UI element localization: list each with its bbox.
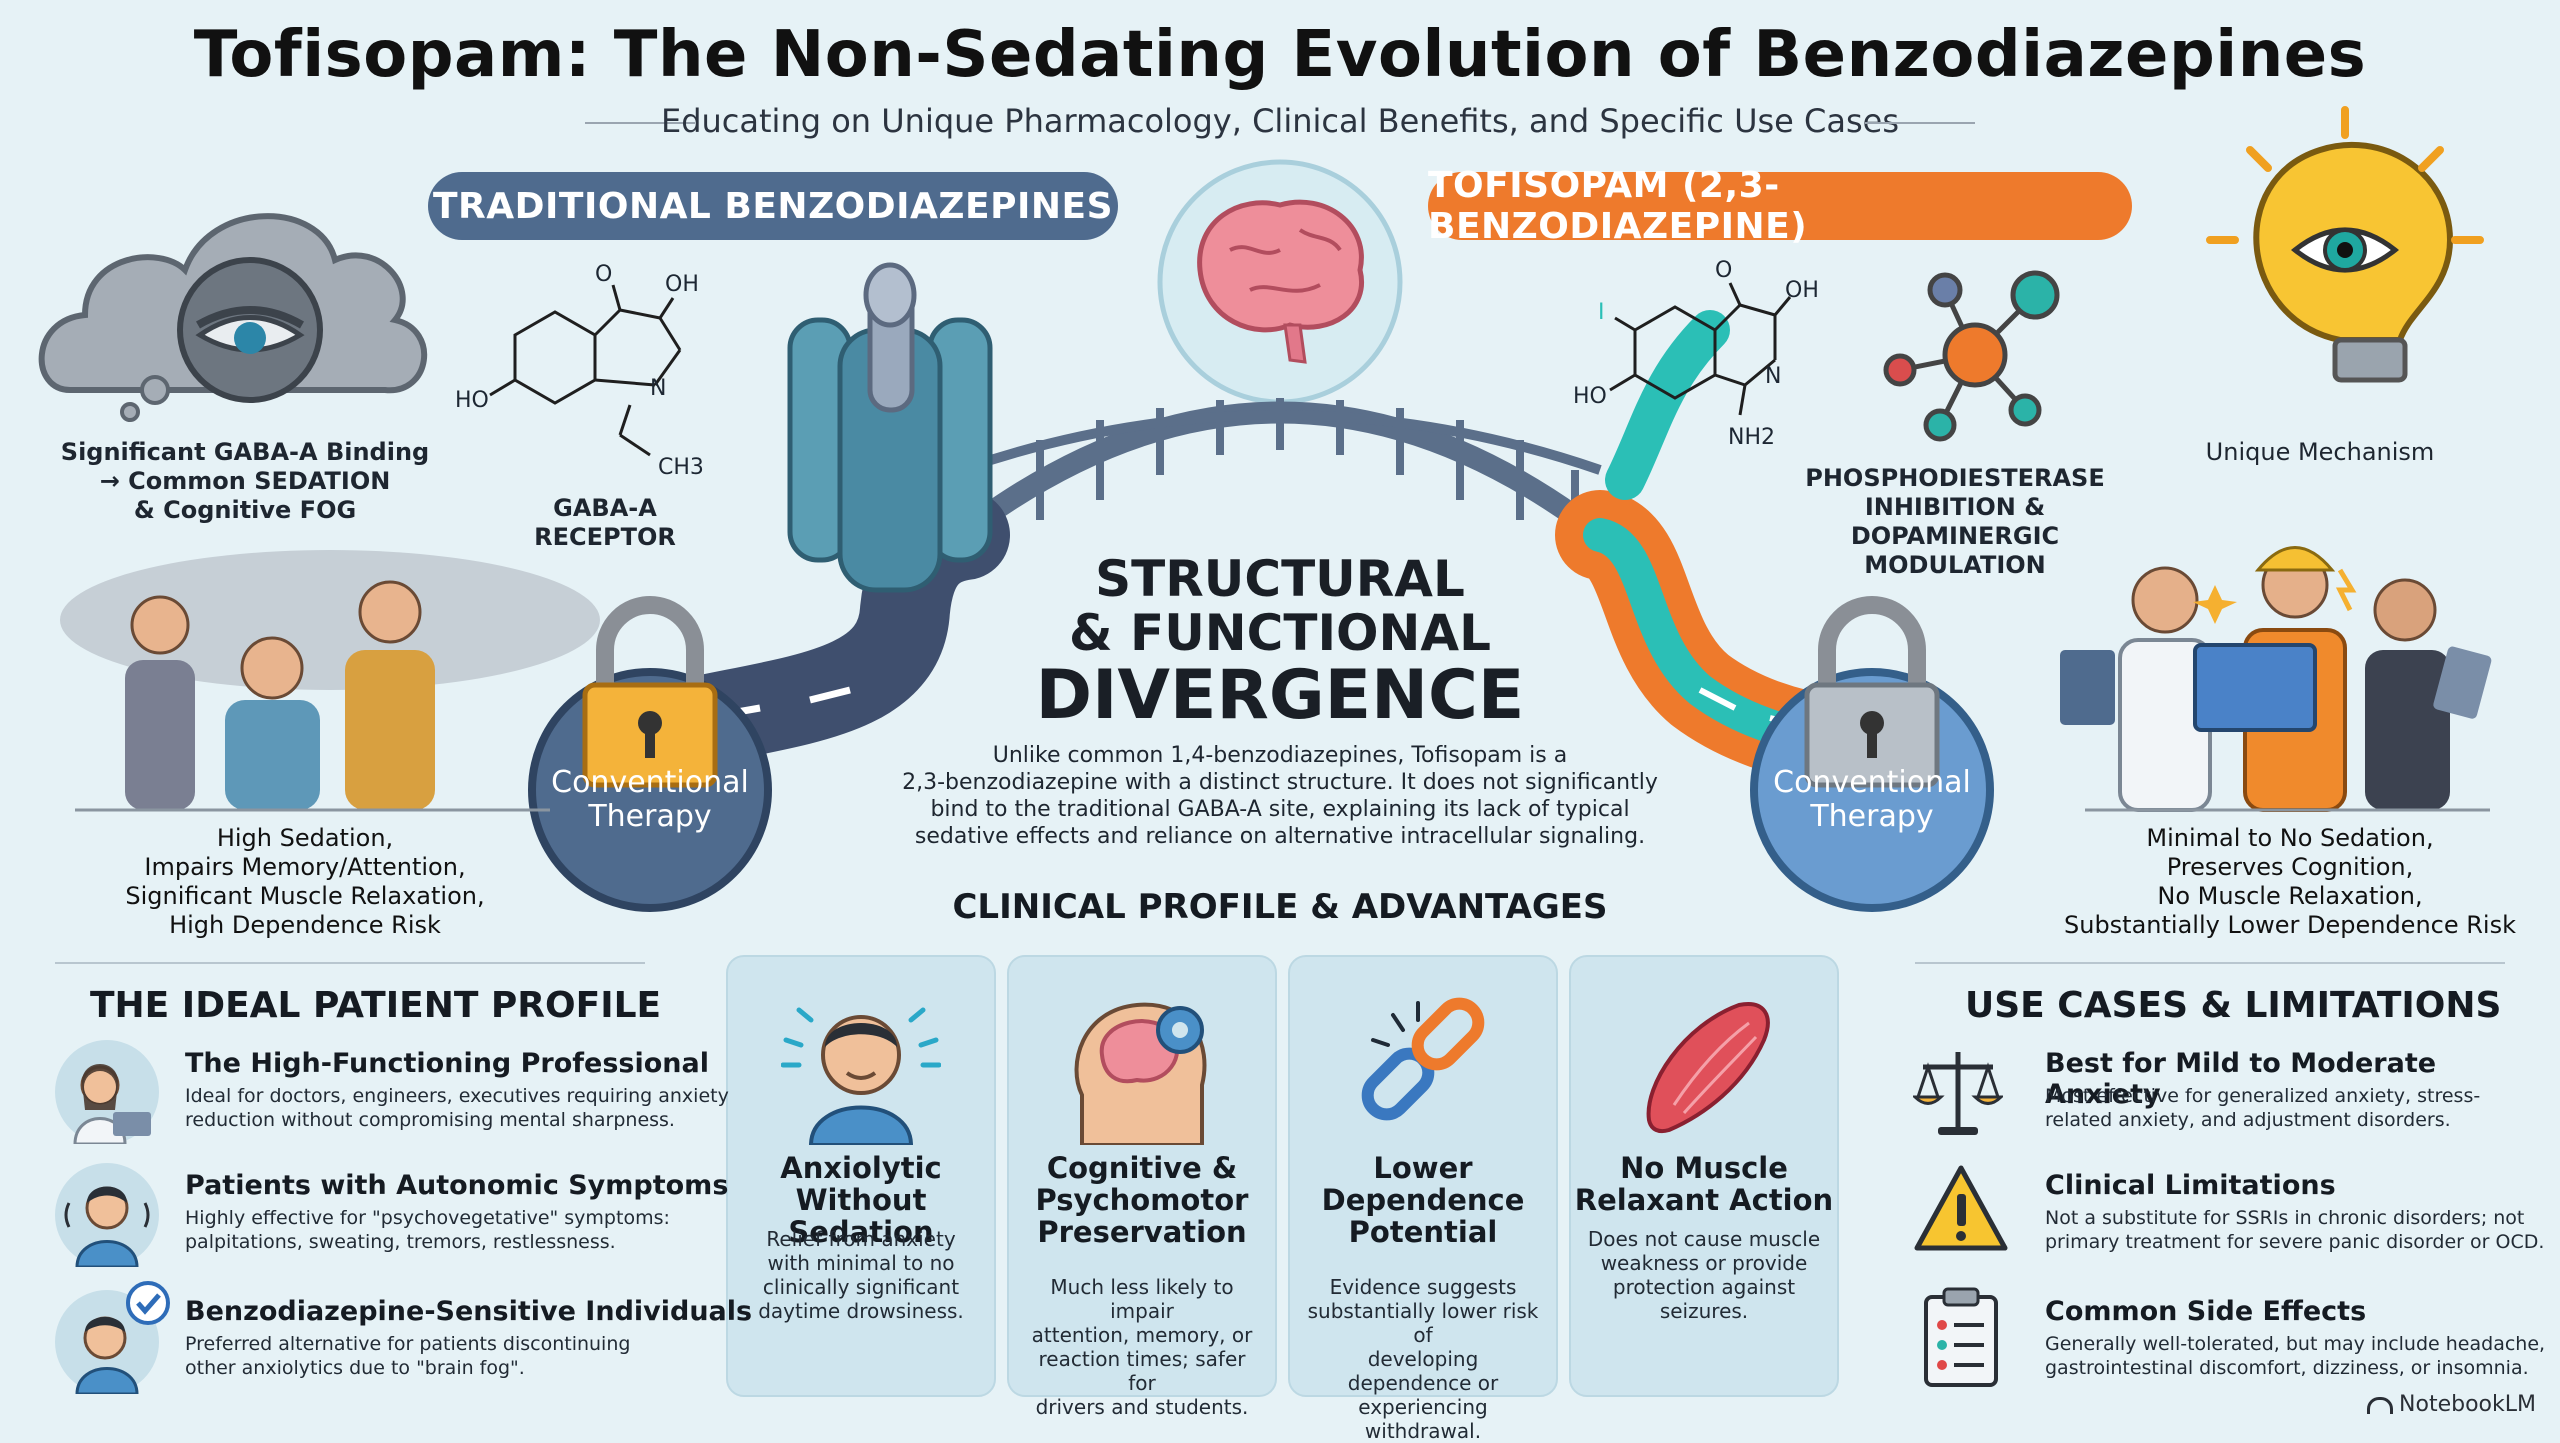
- professionals-icon: [2060, 546, 2492, 812]
- ideal-item-body: Preferred alternative for patients disco…: [185, 1333, 631, 1379]
- card-muscle: No Muscle Relaxant Action Does not cause…: [1569, 955, 1839, 1397]
- conventional-therapy-left: Conventional Therapy: [551, 765, 749, 834]
- left-divider: [55, 962, 645, 964]
- subtitle-rule-left: [585, 122, 695, 124]
- tofisopam-label: TOFISOPAM (2,3-BENZODIAZEPINE): [1428, 165, 2132, 247]
- use-case-body: Most effective for generalized anxiety, …: [2045, 1085, 2481, 1131]
- ideal-item-title: The High-Functioning Professional: [185, 1048, 709, 1079]
- card-title: Cognitive & Psychomotor Preservation: [1035, 1151, 1249, 1249]
- notebooklm-logo-icon: [2367, 1396, 2394, 1414]
- mol-tofi-n: N: [1765, 364, 1782, 389]
- molecule-ball-icon: [1883, 270, 2060, 442]
- mol-trad-ho: HO: [455, 388, 489, 413]
- card-dependence: Lower Dependence Potential Evidence sugg…: [1288, 955, 1558, 1443]
- traditional-effects-caption: High Sedation, Impairs Memory/Attention,…: [125, 824, 485, 939]
- card-title: Lower Dependence Potential: [1321, 1151, 1525, 1249]
- warning-icon: [1914, 1165, 2008, 1251]
- card-anxiolytic: Anxiolytic Without Sedation Relief from …: [726, 955, 996, 1397]
- tired-people-icon: [60, 550, 600, 812]
- mol-trad-oh: OH: [665, 272, 699, 297]
- mol-trad-ch3: CH3: [658, 455, 704, 480]
- use-case-body: Not a substitute for SSRIs in chronic di…: [2045, 1207, 2545, 1253]
- balance-scale-icon: [1913, 1052, 2003, 1135]
- subtitle-rule-right: [1865, 122, 1975, 124]
- muscle-icon: [1646, 1002, 1770, 1134]
- divergence-body: Unlike common 1,4-benzodiazepines, Tofis…: [902, 743, 1658, 849]
- clinical-profile-title: CLINICAL PROFILE & ADVANTAGES: [952, 887, 1608, 927]
- calm-person-icon: [781, 1007, 941, 1145]
- broken-chain-icon: [1361, 997, 1485, 1121]
- ideal-item-title: Benzodiazepine-Sensitive Individuals: [185, 1296, 753, 1327]
- card-body: Much less likely to impair attention, me…: [1031, 1275, 1253, 1419]
- page-subtitle: Educating on Unique Pharmacology, Clinic…: [660, 102, 1899, 140]
- conventional-therapy-right: Conventional Therapy: [1773, 765, 1971, 834]
- mol-tofi-nh2: NH2: [1728, 425, 1775, 450]
- ideal-profile-title: THE IDEAL PATIENT PROFILE: [90, 985, 662, 1026]
- tofisopam-structure: [1609, 282, 1792, 416]
- bridge: [953, 398, 1607, 544]
- mol-tofi-ho: HO: [1573, 384, 1607, 409]
- ideal-item-title: Patients with Autonomic Symptoms: [185, 1170, 729, 1201]
- clipboard-icon: [1924, 1287, 1998, 1387]
- notebooklm-brand: NotebookLM: [2367, 1392, 2536, 1417]
- brain-icon: [1157, 159, 1403, 405]
- anxious-person-icon: [55, 1163, 159, 1269]
- card-body: Relief from anxiety with minimal to no c…: [758, 1227, 964, 1323]
- card-title: No Muscle Relaxant Action: [1574, 1151, 1834, 1217]
- use-case-title: Best for Mild to Moderate Anxiety: [2045, 1048, 2437, 1110]
- mol-tofi-o: O: [1715, 258, 1733, 283]
- gaba-receptor-icon: [787, 262, 993, 593]
- card-cognitive: Cognitive & Psychomotor Preservation Muc…: [1007, 955, 1277, 1419]
- ideal-item-body: Highly effective for "psychovegetative" …: [185, 1207, 670, 1253]
- traditional-structure: [489, 284, 682, 457]
- brain-gear-icon: [1074, 1002, 1207, 1145]
- doctor-laptop-icon: [55, 1040, 159, 1146]
- tofisopam-effects-caption: Minimal to No Sedation, Preserves Cognit…: [2064, 824, 2516, 939]
- card-body: Evidence suggests substantially lower ri…: [1307, 1275, 1539, 1443]
- lock-icon-tofisopam: [1750, 596, 1994, 912]
- use-case-title: Clinical Limitations: [2045, 1170, 2336, 1201]
- mol-trad-o: O: [595, 262, 613, 287]
- traditional-label: TRADITIONAL BENZODIAZEPINES: [428, 172, 1118, 240]
- divergence-heading-2: & FUNCTIONAL: [1069, 604, 1491, 662]
- sedation-cloud-icon: [38, 213, 428, 422]
- mol-tofi-oh: OH: [1785, 278, 1819, 303]
- divergence-heading-3: DIVERGENCE: [1035, 656, 1525, 735]
- right-divider: [1915, 962, 2505, 964]
- receptor-caption: GABA-A RECEPTOR: [534, 494, 676, 551]
- lightbulb-eye-icon: [2206, 106, 2484, 383]
- page-title: Tofisopam: The Non-Sedating Evolution of…: [193, 18, 2367, 92]
- use-case-body: Generally well-tolerated, but may includ…: [2045, 1333, 2546, 1379]
- use-cases-title: USE CASES & LIMITATIONS: [1965, 985, 2502, 1026]
- check-badge-icon: [126, 1281, 170, 1325]
- lock-icon-traditional: [528, 596, 772, 912]
- mechanism-caption: PHOSPHODIESTERASE INHIBITION & DOPAMINER…: [1805, 464, 2105, 579]
- card-title: Anxiolytic Without Sedation: [780, 1151, 942, 1249]
- use-case-title: Common Side Effects: [2045, 1296, 2367, 1327]
- divergence-heading-1: STRUCTURAL: [1095, 550, 1465, 608]
- cloud-caption: Significant GABA-A Binding → Common SEDA…: [60, 438, 430, 524]
- mol-trad-n: N: [650, 376, 667, 401]
- card-body: Does not cause muscle weakness or provid…: [1587, 1227, 1821, 1323]
- unique-mechanism-caption: Unique Mechanism: [2205, 438, 2435, 466]
- ideal-item-body: Ideal for doctors, engineers, executives…: [185, 1085, 729, 1131]
- mol-tofi-i: I: [1598, 300, 1605, 325]
